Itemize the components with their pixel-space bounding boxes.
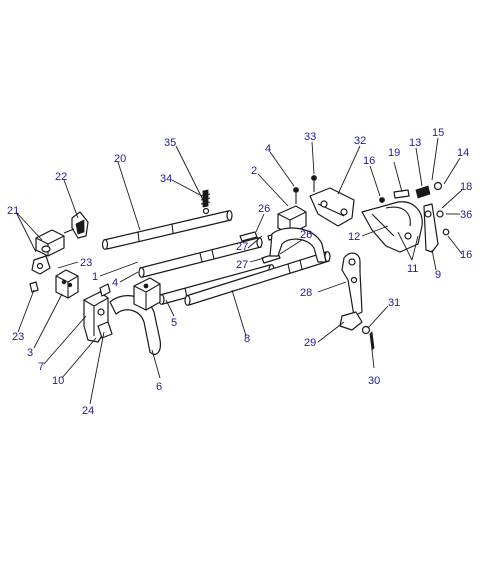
- callout-21: 21: [7, 205, 19, 217]
- callout-3: 3: [27, 347, 33, 359]
- callout-7: 7: [38, 361, 44, 373]
- callout-13: 13: [409, 137, 421, 149]
- callout-14: 14: [457, 147, 469, 159]
- callout-labels: 20 35 34 22 21 23 23 3 7 10 24 1 4 5 6 8…: [7, 127, 472, 417]
- callout-10: 10: [52, 375, 64, 387]
- callout-16-upper: 16: [363, 155, 375, 167]
- callout-18: 18: [460, 181, 472, 193]
- selector-rail-5: [158, 264, 275, 305]
- selector-fork-2: [269, 187, 327, 263]
- selector-block-3: [55, 269, 79, 299]
- callout-12: 12: [348, 231, 360, 243]
- callout-36: 36: [460, 209, 472, 221]
- selector-bracket-7: [83, 283, 113, 343]
- selector-rail-1: [138, 237, 263, 278]
- lever-28: [339, 252, 375, 351]
- callout-27-lower: 27: [236, 259, 248, 271]
- callout-32: 32: [354, 135, 366, 147]
- callout-15: 15: [432, 127, 444, 139]
- callout-20: 20: [114, 153, 126, 165]
- callout-27-upper: 27: [236, 241, 248, 253]
- callout-6: 6: [156, 381, 162, 393]
- callout-26-upper: 26: [258, 203, 270, 215]
- selector-rail-20: [101, 210, 233, 250]
- callout-31: 31: [388, 297, 400, 309]
- leader-lines: [15, 137, 463, 405]
- callout-1: 1: [92, 271, 98, 283]
- callout-34: 34: [160, 173, 172, 185]
- callout-16-lower: 16: [460, 249, 472, 261]
- callout-24: 24: [82, 405, 94, 417]
- callout-35: 35: [164, 137, 176, 149]
- detent-spring-34: [200, 189, 211, 215]
- callout-26-lower: 26: [300, 229, 312, 241]
- support-bracket-32: [309, 175, 355, 227]
- callout-4-upper: 4: [265, 143, 271, 155]
- callout-2: 2: [251, 165, 257, 177]
- callout-28: 28: [300, 287, 312, 299]
- callout-30: 30: [368, 375, 380, 387]
- callout-11: 11: [407, 263, 418, 275]
- callout-19: 19: [388, 147, 400, 159]
- switch-22: [63, 211, 89, 239]
- callout-29: 29: [304, 337, 316, 349]
- selector-block-21: [29, 229, 65, 293]
- callout-4-lower: 4: [112, 277, 118, 289]
- callout-22: 22: [55, 171, 67, 183]
- callout-8: 8: [244, 333, 250, 345]
- callout-23-lower: 23: [12, 331, 24, 343]
- callout-23-upper: 23: [80, 257, 92, 269]
- selector-fork-6: [109, 277, 161, 355]
- callout-5: 5: [171, 317, 177, 329]
- callout-33: 33: [304, 131, 316, 143]
- callout-9: 9: [435, 269, 441, 281]
- lever-assembly-11: [361, 181, 450, 253]
